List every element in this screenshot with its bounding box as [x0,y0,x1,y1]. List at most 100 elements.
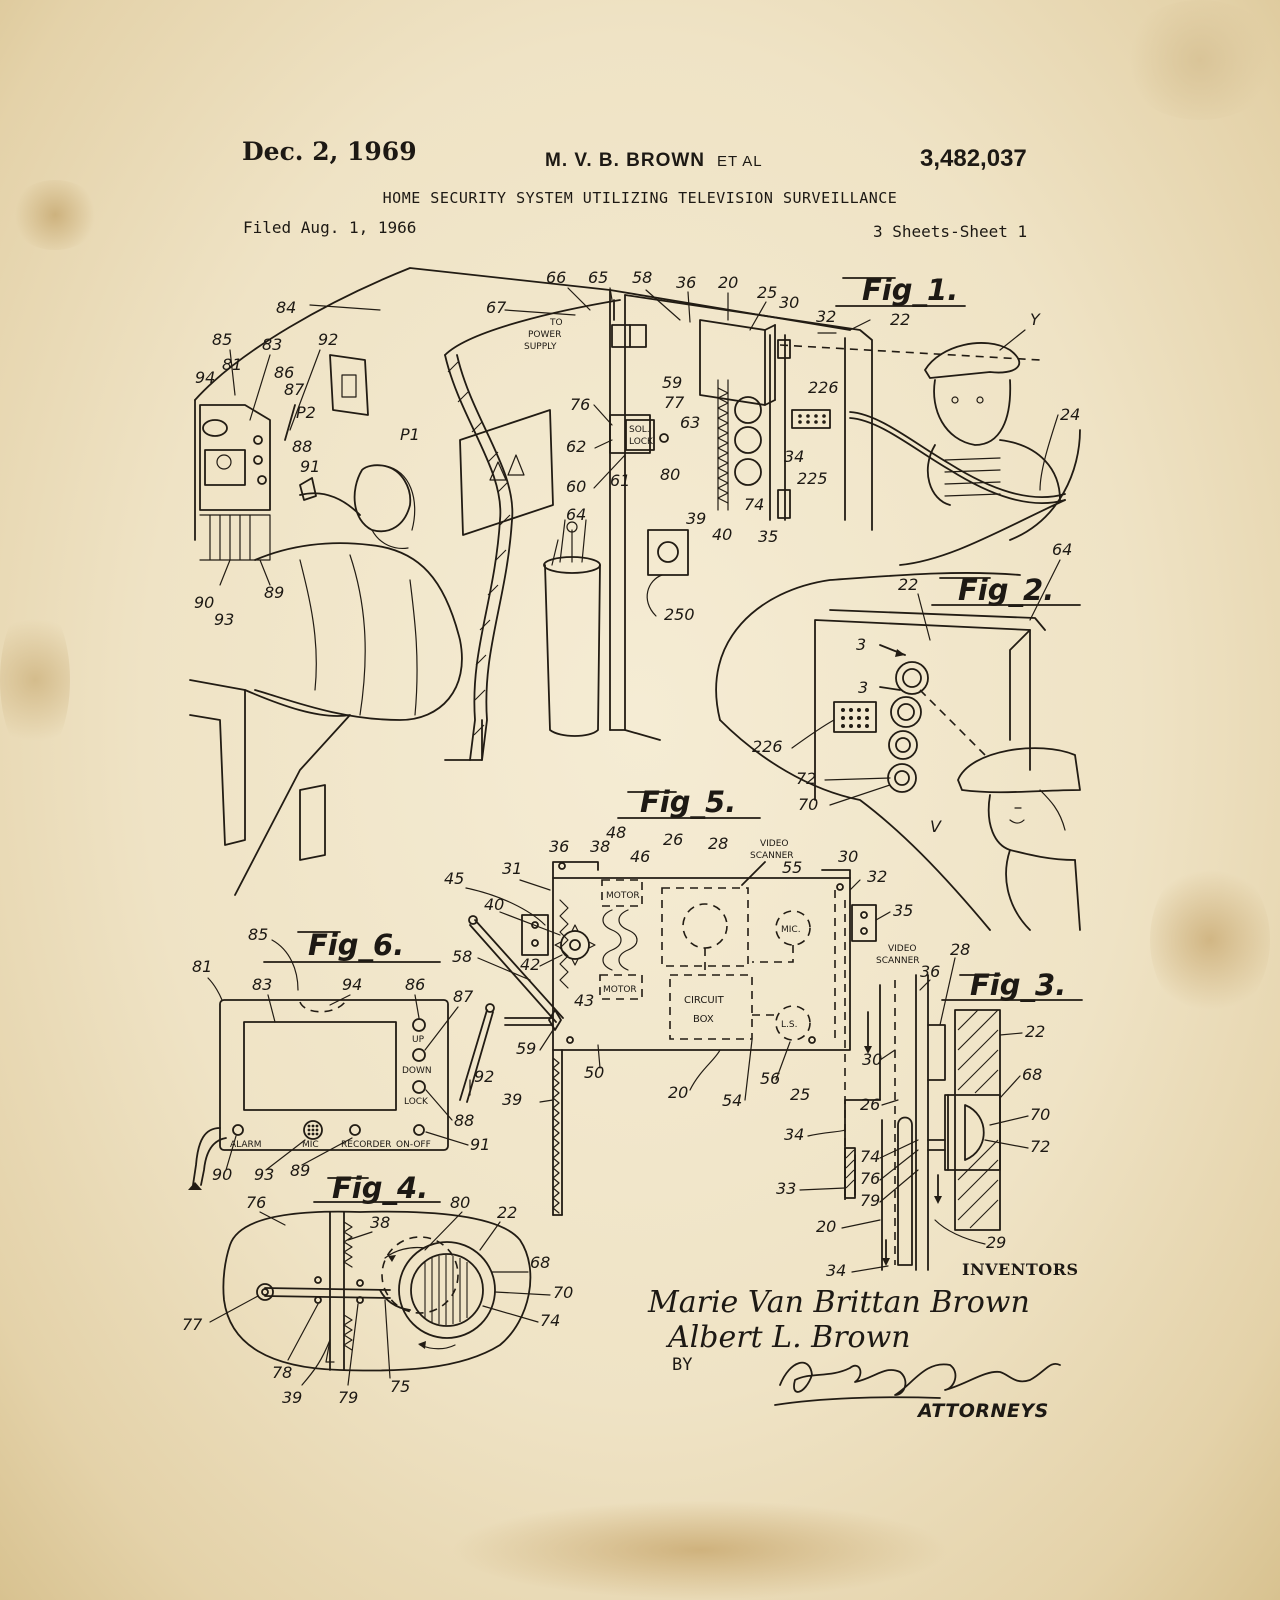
fig5-housing-top [552,861,599,879]
fig6-speaker [299,1001,346,1013]
ref-66: 66 [546,268,566,287]
ref-3: 3 [856,635,866,654]
fig5-ls-label: L.S. [781,1020,797,1030]
ref-Y: Y [1030,310,1041,329]
ref-76: 76 [860,1169,880,1188]
fig3-housing-wall [915,974,929,1271]
fig3-leader-lines [799,957,1029,1273]
console-screen [204,449,246,486]
fig3-references: 36 28 22 30 68 26 70 72 74 76 79 34 33 2… [776,940,1050,1280]
fig4-pivot [256,1283,274,1301]
wall-section-curve [444,354,502,761]
visitor-eye [951,396,959,404]
door-cord [849,411,1066,498]
ref-89: 89 [290,1161,310,1180]
fig2-drawing: Fig_2. [715,572,1081,931]
fig5-spring [618,909,638,971]
ref-33: 33 [776,1179,796,1198]
ref-85: 85 [248,925,268,944]
et-al-label: ET AL [717,153,763,170]
fig2-leader-lines [791,559,1061,806]
ref-226: 226 [808,378,839,397]
fig3-bracket-hatch [845,1149,855,1189]
ref-38: 38 [590,837,610,856]
fig2-peephole-inner [894,770,910,786]
fig5-video-label: VIDEO [760,839,789,849]
wall-top-outline [194,267,851,401]
ref-36: 36 [549,837,569,856]
fig5-wiring [704,945,794,975]
ref-65: 65 [588,268,608,287]
fig6-mic [303,1120,323,1140]
fig5-mic-label: MIC. [781,925,801,935]
fig5-gear [560,930,590,960]
ref-31: 31 [502,859,522,878]
ref-92: 92 [474,1067,494,1086]
console-button [253,455,263,465]
fig1-references: 66 65 58 36 20 25 30 32 22 67 84 85 83 9… [194,268,1080,629]
fig2-sight-line [919,689,986,756]
fig6-cord [200,1137,227,1186]
ref-24: 24 [1060,405,1080,424]
fig5-motor-label: MOTOR [603,985,637,995]
ref-90: 90 [212,1165,232,1184]
fig2-outline-lower [719,719,991,931]
fig5-leader-lines [465,879,891,1103]
wall-picture-inner [341,374,357,398]
ref-89: 89 [264,583,284,602]
fig6-recorder-button [349,1124,361,1136]
console-button [257,475,267,485]
ref-91: 91 [300,457,320,476]
fig6-screen [243,1021,397,1111]
fig3-video-label: VIDEO [888,944,917,954]
fig5-bracket-hole [531,939,539,947]
power-label-1: TO [549,318,563,328]
track-bracket [777,339,791,359]
ref-P2: P2 [296,403,316,422]
inventor-signature-1: Marie Van Brittan Brown [648,1285,1030,1320]
woman-head [353,464,412,533]
fig4-rack-strip [329,1211,345,1371]
fig5-spring [602,909,622,971]
fig5-bracket-right [851,904,877,942]
fig3-scanner-block [927,1024,946,1081]
fig2-peephole-inner [895,737,911,753]
fig5-screw [836,883,844,891]
power-label-3: SUPPLY [524,342,557,352]
fig3-lens-tube [897,1116,913,1266]
ref-88: 88 [454,1111,474,1130]
fig5-loudspeaker [775,1005,811,1041]
leader-lines [219,287,1059,617]
fig5-gear-teeth [554,924,596,966]
fig5-housing [552,877,851,1051]
fig1-drawing: Fig_1. [189,267,1081,896]
fig4-peephole-inner [410,1253,484,1327]
fig6-label: Fig_6. [308,928,404,962]
ref-77: 77 [182,1315,203,1334]
console-antenna [284,404,296,441]
blanket-folds [299,554,418,716]
fig3-arrowhead [864,1046,872,1054]
ref-54: 54 [722,1091,742,1110]
ref-42: 42 [520,955,540,974]
ref-83: 83 [262,335,282,354]
fig5-screw [558,862,566,870]
remote-in-hand [299,477,317,501]
solenoid-lock [609,414,651,454]
camera-housing-edge [764,324,776,331]
fig5-rack-teeth [552,1057,560,1214]
fig2-peephole [895,661,929,695]
ref-P1: P1 [400,425,420,444]
ref-28: 28 [708,834,728,853]
fig5-bracket-hole [531,921,539,929]
peephole-middle [734,426,762,454]
ref-39: 39 [502,1090,522,1109]
ref-3: 3 [858,678,868,697]
fig5-screw [808,1036,816,1044]
fig2-peephole [887,763,917,793]
fig4-lens-hatch [424,1255,468,1325]
fig5-bracket-hole [860,911,868,919]
fig3-door-section [954,1009,1001,1231]
woman-hair [371,465,416,550]
